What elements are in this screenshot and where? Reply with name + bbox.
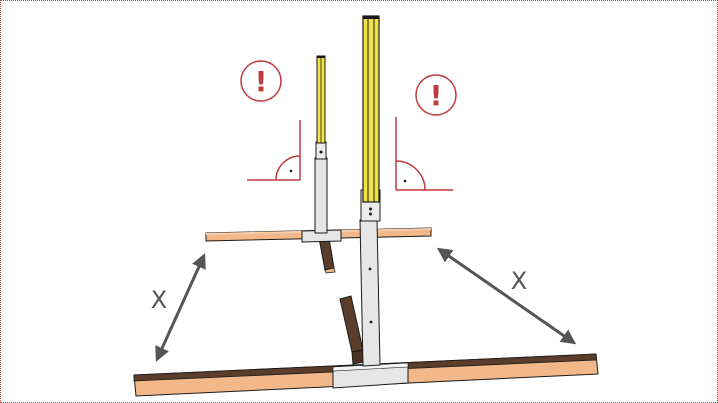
warning-symbol-right: ! [430, 79, 443, 112]
back-bracket [301, 229, 342, 243]
distance-label-right: X [511, 267, 527, 295]
back-yellow-pole [316, 55, 326, 144]
distance-arrow-right: X [436, 247, 577, 345]
front-lower-tube [359, 219, 381, 367]
warning-right: ! [415, 74, 457, 116]
front-yellow-pole [362, 15, 380, 203]
right-angle-right-icon [395, 117, 453, 191]
front-stand [133, 15, 599, 397]
distance-label-left: X [151, 286, 167, 314]
front-base-foot [339, 295, 365, 365]
right-angle-left-icon [247, 120, 301, 181]
back-stand [205, 55, 432, 274]
warning-icon-right [415, 74, 457, 116]
back-base-foot [318, 237, 336, 274]
warning-left: ! [240, 60, 282, 102]
back-lower-tube [314, 157, 328, 234]
warning-icon-left [240, 60, 282, 102]
front-bracket [332, 362, 409, 389]
warning-symbol-left: ! [255, 65, 268, 98]
distance-arrow-left: X [151, 253, 206, 362]
